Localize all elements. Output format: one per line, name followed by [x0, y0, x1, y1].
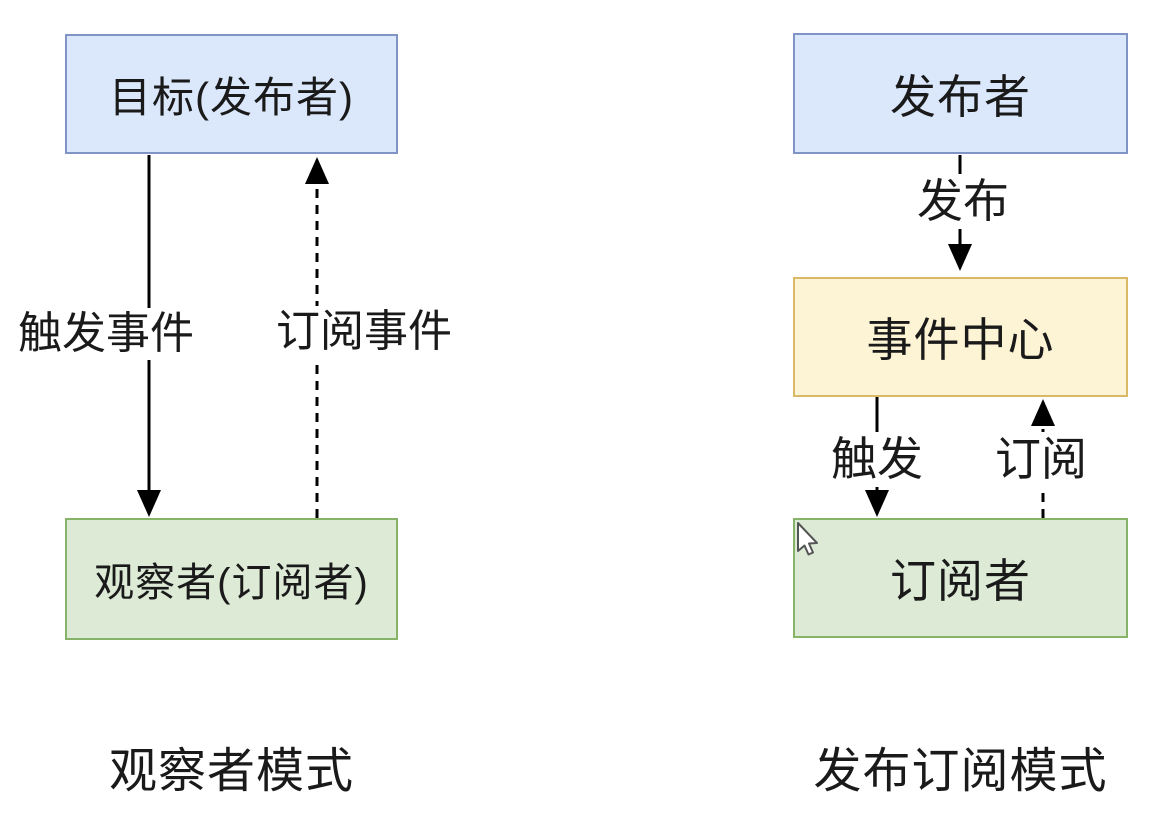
observer-subscriber-node: 观察者(订阅者)	[65, 518, 398, 640]
target-publisher-node: 目标(发布者)	[65, 34, 398, 154]
trigger-event-edge-label: 触发事件	[14, 308, 198, 361]
publisher-node: 发布者	[793, 33, 1128, 154]
publish-edge-label: 发布	[913, 174, 1013, 229]
subscribe-event-edge-label: 订阅事件	[272, 306, 456, 359]
mouse-cursor-icon	[797, 522, 818, 556]
subscriber-node: 订阅者	[793, 518, 1128, 638]
trigger-edge-label: 触发	[827, 432, 927, 487]
event-center-node: 事件中心	[793, 277, 1128, 397]
pubsub-pattern-caption: 发布订阅模式	[813, 745, 1108, 798]
subscribe-edge-label: 订阅	[991, 432, 1091, 487]
observer-pattern-caption: 观察者模式	[108, 745, 354, 798]
